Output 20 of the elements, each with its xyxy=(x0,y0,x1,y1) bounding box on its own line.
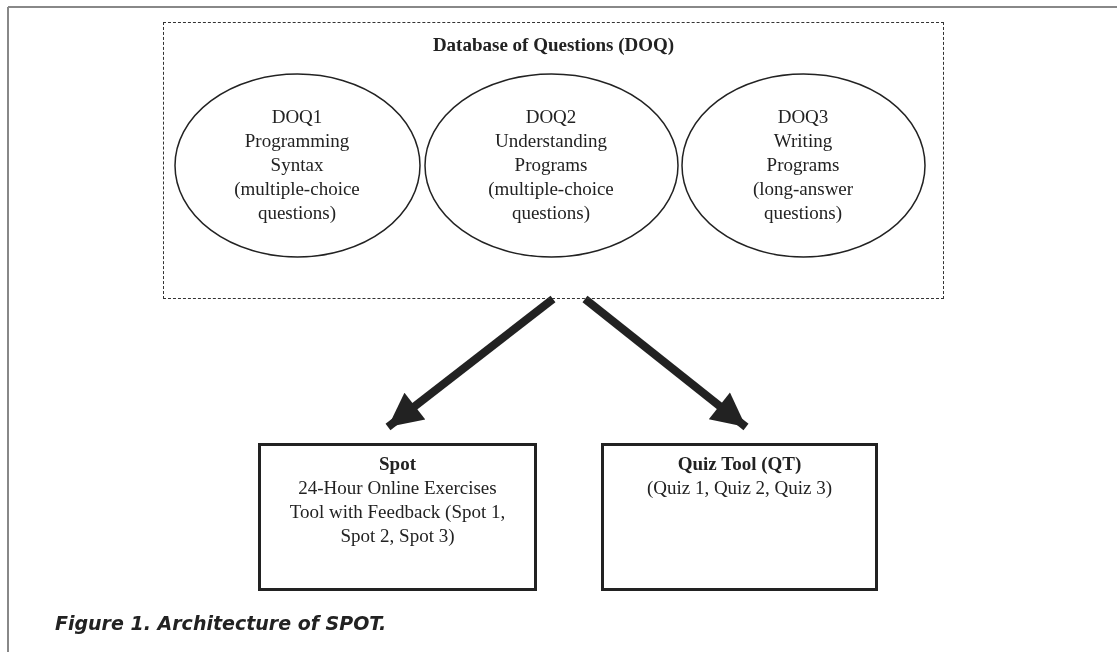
node-text: Understanding Programs (multiple-choice questions) xyxy=(487,129,615,225)
category-ellipse xyxy=(173,72,421,258)
figure-caption: Figure 1. Architecture of SPOT. xyxy=(55,612,387,634)
node-heading: Database of Questions (DOQ) xyxy=(431,33,676,57)
tool-box xyxy=(601,443,878,591)
arrow xyxy=(582,295,749,431)
node-heading: Quiz Tool (QT) xyxy=(676,452,803,476)
node-heading: DOQ1 xyxy=(270,105,324,129)
tool-box xyxy=(258,443,537,591)
node-text: (Quiz 1, Quiz 2, Quiz 3) xyxy=(645,476,834,500)
node-heading: Spot xyxy=(378,452,417,476)
node-text: 24-Hour Online Exercises Tool with Feedback (Spot 1, Spot 2, Spot 3) xyxy=(288,476,507,548)
category-ellipse xyxy=(423,72,679,258)
database-container xyxy=(163,22,944,299)
node-text: Writing Programs (long-answer questions) xyxy=(751,129,855,225)
node-heading: DOQ3 xyxy=(776,105,830,129)
arrow xyxy=(385,295,556,431)
category-ellipse xyxy=(680,72,926,258)
node-text: Programming Syntax (multiple-choice questions) xyxy=(233,129,361,225)
node-heading: DOQ2 xyxy=(524,105,578,129)
